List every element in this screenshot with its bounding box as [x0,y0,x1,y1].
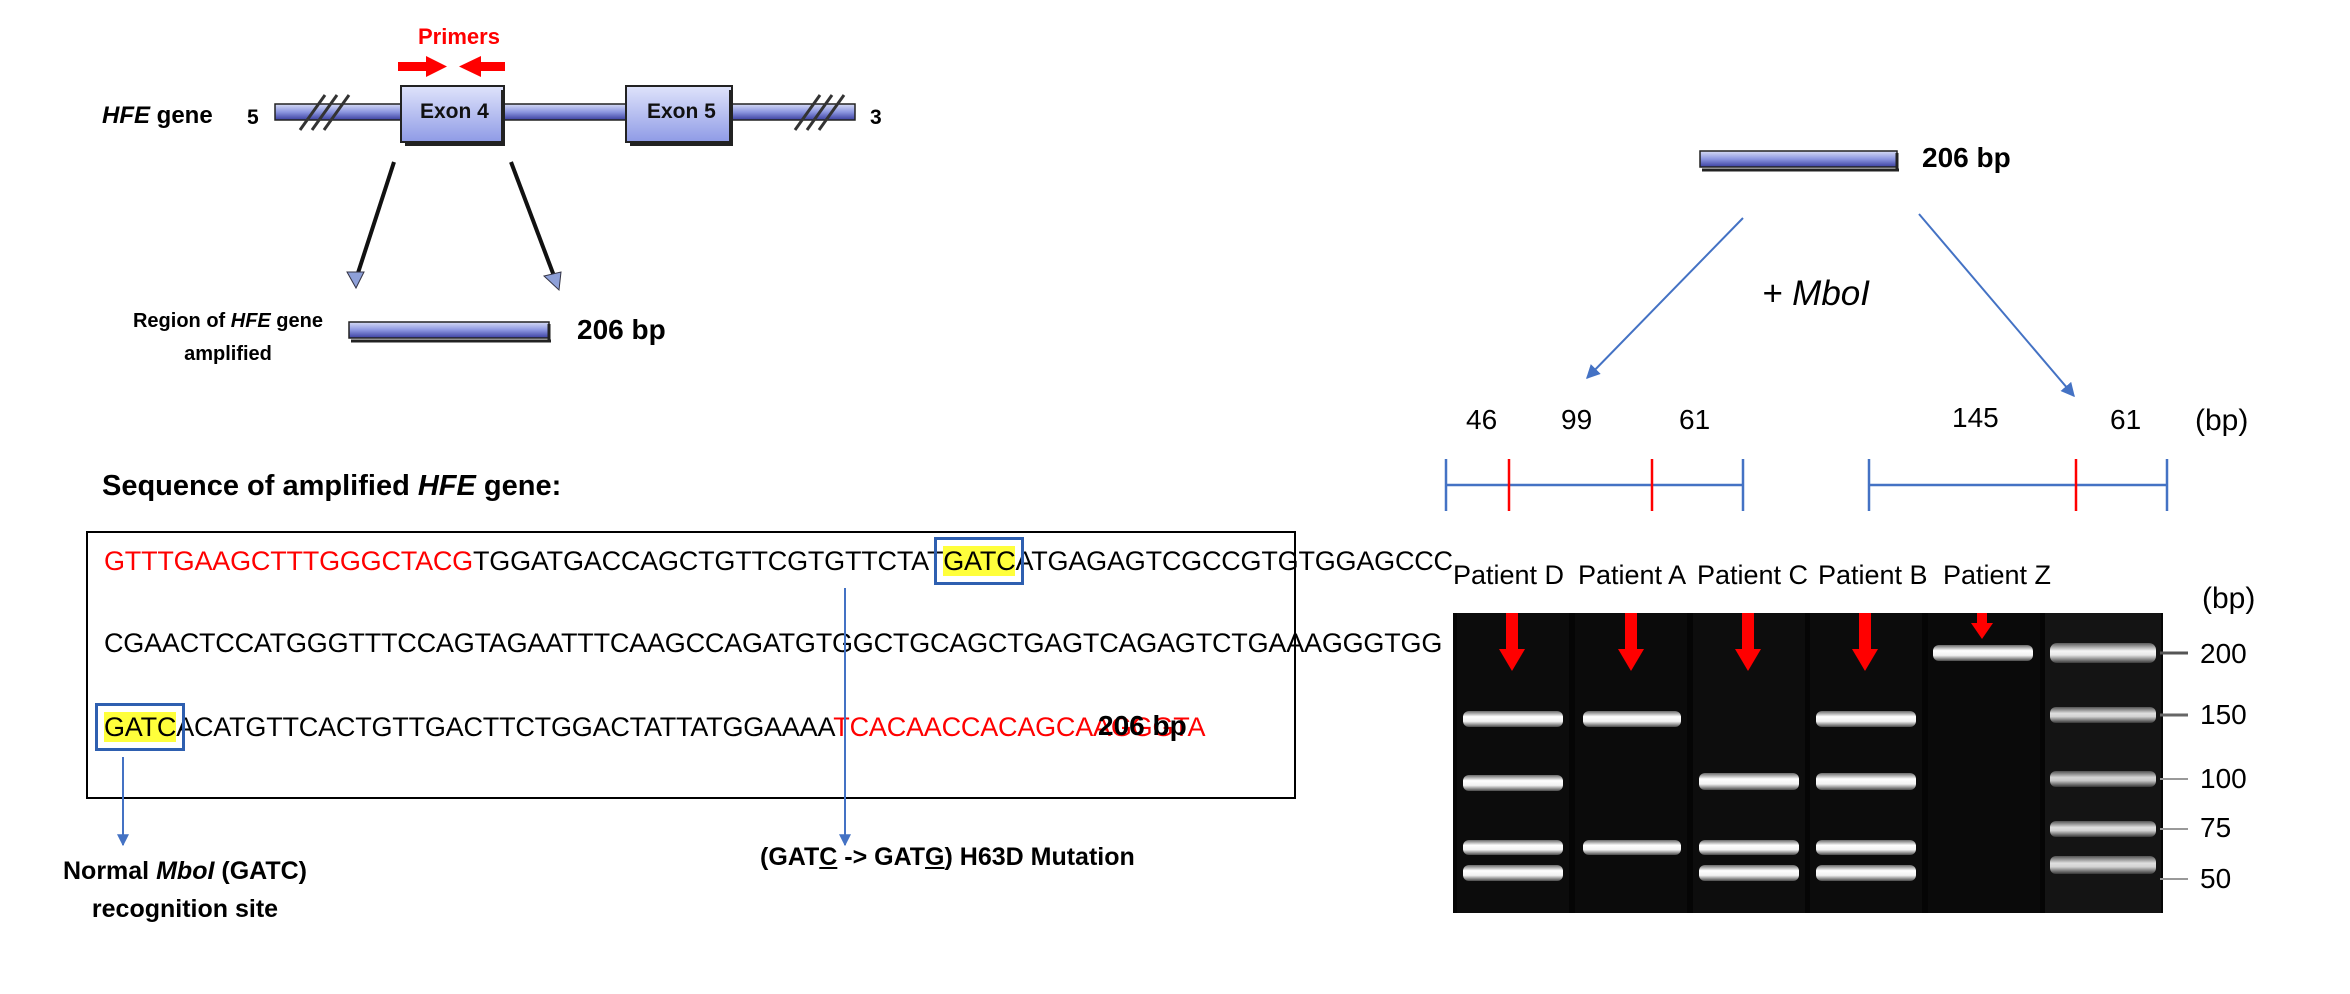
sequence-box [86,531,1296,799]
fragment-unit-label: (bp) [2195,404,2249,437]
band [1699,840,1799,855]
lane-label-patient-b: Patient B [1818,560,1928,590]
primer-forward-arrow [398,56,447,77]
normal-site-highlight: GATC [94,703,186,751]
sequence-heading: Sequence of amplified HFE gene: [102,470,562,502]
left-fragment-map [1444,459,1745,511]
sequence-line-3: GATCACATGTTCACTGTTGACTTCTGGACTATTATGGAAA… [94,703,1206,751]
digest-diagram [1444,150,2169,511]
ladder-band-75 [2050,821,2156,837]
red-arrow-patient-b [1852,613,1878,671]
normal-site-label: Normal MboI (GATC) recognition site [63,857,307,923]
gel-image [1453,613,2163,913]
red-arrow-patient-d [1499,613,1525,671]
ladder-label-100: 100 [2200,763,2247,794]
ladder-ticks [2160,651,2188,880]
left-fragment-61: 61 [1679,404,1711,435]
right-fragment-map [1867,459,2169,511]
ladder-band-100 [2050,771,2156,787]
band [1463,840,1563,855]
primer-reverse-arrow [459,56,505,77]
exon-5-box [625,85,733,143]
right-fragment-61: 61 [2110,404,2142,435]
exon-5-label: Exon 5 [647,100,716,123]
reverse-primer-seq: TCACAACCACAGCAAGGGTA [833,712,1206,742]
left-fragment-46: 46 [1466,404,1498,435]
lane-label-patient-z: Patient Z [1943,560,2052,590]
three-prime-label: 3 [870,106,882,129]
band [1699,865,1799,881]
sequence-size-label: 206 bp [1098,710,1187,741]
ladder-label-75: 75 [2200,812,2232,843]
red-arrow-patient-z [1971,613,1993,639]
band [1463,711,1563,727]
region-label: Region of HFE gene amplified [132,310,323,365]
band [1933,645,2033,661]
digest-arrow-right [1918,213,2075,398]
ladder-band-150 [2050,707,2156,723]
digest-arrow-left [1586,217,1744,380]
gel-background [1453,613,2163,913]
red-arrow-patient-c [1735,613,1761,671]
band [1816,865,1916,881]
mutation-label: (GATC -> GATG) H63D Mutation [760,843,1135,871]
band [1816,773,1916,790]
band [1816,840,1916,855]
band [1583,711,1681,727]
sequence-line-1: GTTTGAAGCTTTGGGCTACGTGGATGACCAGCTGTTCGTG… [104,537,1453,585]
red-arrow-patient-a [1618,613,1644,671]
break-mark-left [298,94,351,131]
break-mark-right [793,94,846,131]
left-fragment-99: 99 [1561,404,1593,435]
band [1583,840,1681,855]
ladder-band-200 [2050,643,2156,663]
projection-arrow-right [509,161,562,292]
projection-arrow-left [346,161,396,290]
gene-label: HFE gene [102,102,213,129]
sequence-line-2: CGAACTCCATGGGTTTCCAGTAGAATTTCAAGCCAGATGT… [104,628,1443,658]
band [1463,775,1563,791]
mutation-site-highlight: GATC [934,537,1025,585]
five-prime-label: 5 [247,106,259,129]
ladder-label-150: 150 [2200,699,2247,730]
ladder-label-50: 50 [2200,863,2232,894]
band [1816,711,1916,727]
gene-diagram [274,56,856,343]
digest-amplicon-size: 206 bp [1922,142,2011,173]
right-fragment-145: 145 [1952,402,1999,433]
exon-4-label: Exon 4 [420,100,489,123]
ladder-band-50 [2050,856,2156,874]
lane-label-patient-d: Patient D [1453,560,1565,590]
gel-unit-label: (bp) [2202,582,2256,615]
lane-label-patient-c: Patient C [1697,560,1809,590]
band [1463,865,1563,881]
ladder-label-200: 200 [2200,638,2247,669]
digest-amplicon-bar [1699,150,1898,168]
primers-label: Primers [418,24,500,49]
enzyme-label: + MboI [1762,274,1870,313]
site-pointers [117,588,851,847]
amplicon-size-label: 206 bp [577,314,666,345]
band [1699,773,1799,790]
forward-primer-seq: GTTTGAAGCTTTGGGCTACG [104,546,473,576]
lane-label-patient-a: Patient A [1578,560,1687,590]
